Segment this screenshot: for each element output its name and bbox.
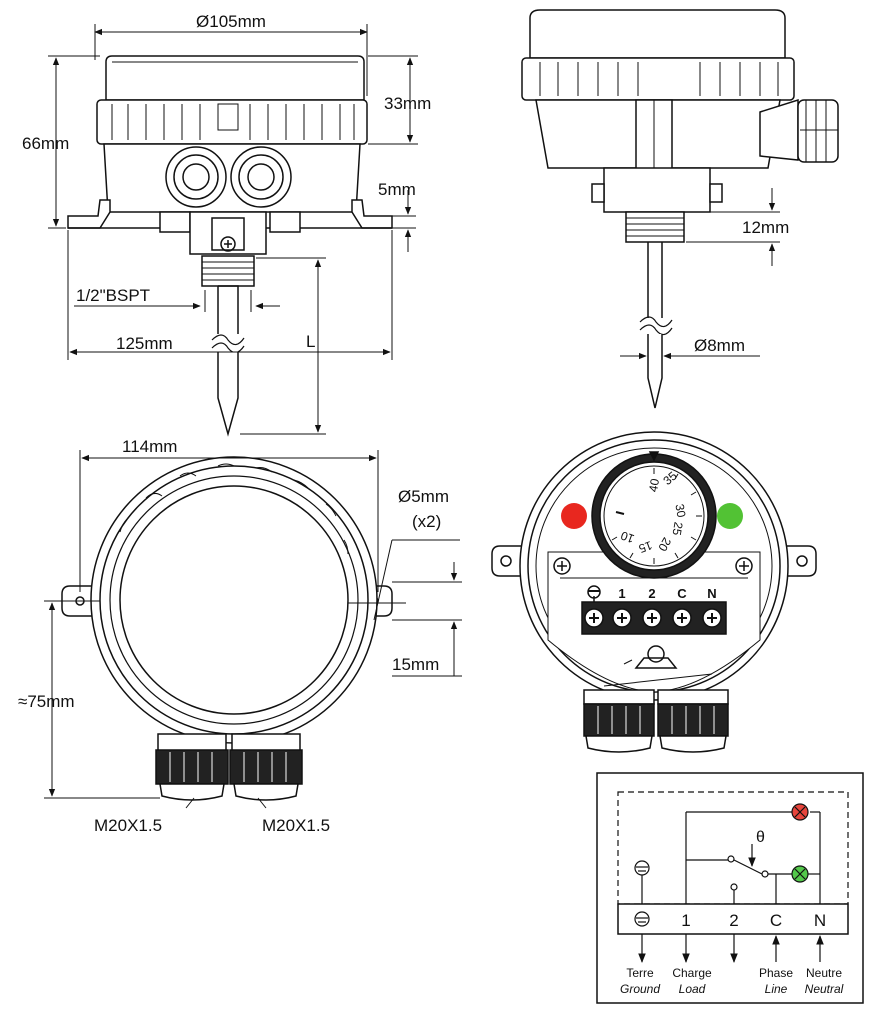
label-neutral-fr: Neutre <box>806 966 842 980</box>
ground-terminal-symbol-icon <box>634 911 650 927</box>
wiring-terminal-1: 1 <box>681 911 690 930</box>
dial-label-40: 40 <box>646 477 662 493</box>
terminal-label-n: N <box>707 586 716 601</box>
open-top-view <box>491 431 817 753</box>
dial-label-30: 30 <box>672 503 688 519</box>
theta-label: θ <box>756 829 765 846</box>
terminal-label-c: C <box>677 586 687 601</box>
front-elevation-view <box>67 55 393 437</box>
dim-thread-bspt: 1/2"BSPT <box>76 286 150 305</box>
dim-length-l: L <box>306 332 315 351</box>
dim-width-125: 125mm <box>116 334 173 353</box>
front-view-dimensions <box>48 24 418 435</box>
dim-hole-count: (x2) <box>412 512 441 531</box>
label-load-en: Load <box>679 982 706 996</box>
wiring-diagram <box>596 772 864 1004</box>
red-indicator-icon <box>561 503 587 529</box>
dim-gland-right: M20X1.5 <box>262 816 330 835</box>
ground-symbol-icon <box>634 860 650 876</box>
dim-offset-15: 15mm <box>392 655 439 674</box>
wiring-terminal-c: C <box>770 911 782 930</box>
dim-height-66: 66mm <box>22 134 69 153</box>
dim-height-33: 33mm <box>384 94 431 113</box>
label-line-fr: Phase <box>759 966 793 980</box>
bottom-view-dimensions <box>44 450 462 809</box>
label-line-en: Line <box>765 982 788 996</box>
dial-label-20: 20 <box>655 535 674 554</box>
label-load-fr: Charge <box>672 966 712 980</box>
dial-ticks <box>611 468 702 564</box>
label-neutral-en: Neutral <box>805 982 844 996</box>
green-indicator-icon <box>717 503 743 529</box>
dial-label-25: 25 <box>669 521 685 537</box>
dim-diameter-105: Ø105mm <box>196 12 266 31</box>
dim-height-12: 12mm <box>742 218 789 237</box>
dim-width-114: 114mm <box>122 437 177 456</box>
label-ground-en: Ground <box>620 982 660 996</box>
dim-hole-5: Ø5mm <box>398 487 449 506</box>
bottom-view <box>61 456 393 801</box>
dim-height-75: ≈75mm <box>18 692 75 711</box>
dim-diameter-8: Ø8mm <box>694 336 745 355</box>
wiring-terminal-n: N <box>814 911 826 930</box>
dim-gland-left: M20X1.5 <box>94 816 162 835</box>
side-elevation-view <box>521 9 839 409</box>
wiring-terminal-2: 2 <box>729 911 738 930</box>
side-view-dimensions <box>620 188 780 360</box>
terminal-label-2: 2 <box>648 586 655 601</box>
terminal-label-1: 1 <box>618 586 625 601</box>
dial-label-10: 10 <box>619 528 637 546</box>
clamp-icon <box>647 645 665 663</box>
label-ground-fr: Terre <box>626 966 654 980</box>
dim-height-5: 5mm <box>378 180 416 199</box>
dial-label-15: 15 <box>637 538 655 556</box>
